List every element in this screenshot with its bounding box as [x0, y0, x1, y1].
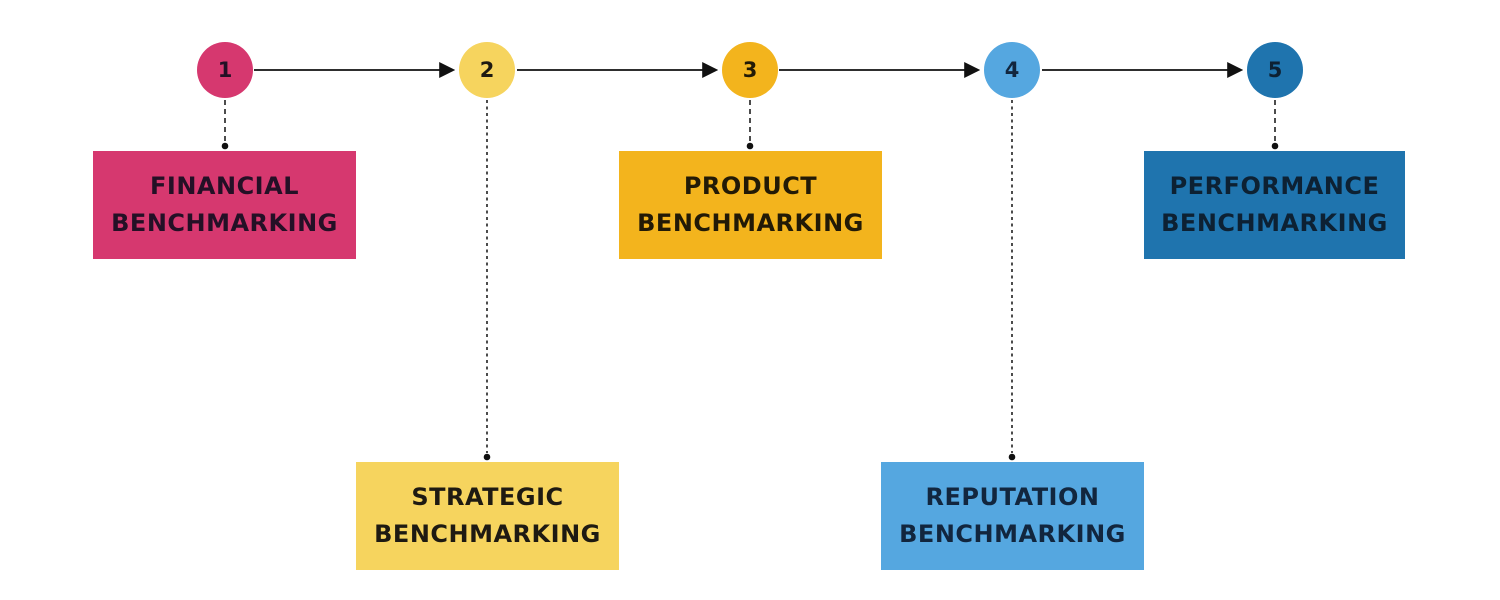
step-box-financial-benchmarking: FINANCIAL BENCHMARKING [93, 151, 356, 259]
step-circle-4: 4 [984, 42, 1040, 98]
step-box-strategic-benchmarking: STRATEGIC BENCHMARKING [356, 462, 619, 570]
step-box-label-line2: BENCHMARKING [111, 209, 338, 237]
step-circle-1: 1 [197, 42, 253, 98]
step-box-label-line1: REPUTATION [925, 483, 1100, 511]
step-box-reputation-benchmarking: REPUTATION BENCHMARKING [881, 462, 1144, 570]
step-circle-2: 2 [459, 42, 515, 98]
connector-endpoint-step2 [483, 453, 491, 461]
step-number-4: 4 [1004, 58, 1020, 82]
step-circle-3: 3 [722, 42, 778, 98]
step-box-performance-benchmarking: PERFORMANCE BENCHMARKING [1144, 151, 1405, 259]
step-box-label-line2: BENCHMARKING [1161, 209, 1388, 237]
step-box-label-line1: STRATEGIC [411, 483, 564, 511]
step-box-product-benchmarking: PRODUCT BENCHMARKING [619, 151, 882, 259]
connector-endpoint-step4 [1008, 453, 1016, 461]
step-circle-5: 5 [1247, 42, 1303, 98]
connector-endpoint-step5 [1271, 142, 1279, 150]
step-box-label-line2: BENCHMARKING [899, 520, 1126, 548]
step-number-1: 1 [217, 58, 233, 82]
step-number-3: 3 [742, 58, 758, 82]
step-number-2: 2 [479, 58, 495, 82]
step-box-label-line2: BENCHMARKING [374, 520, 601, 548]
step-box-label-line1: PRODUCT [683, 172, 818, 200]
connector-endpoint-step3 [746, 142, 754, 150]
step-box-label-line1: PERFORMANCE [1169, 172, 1380, 200]
step-number-5: 5 [1267, 58, 1283, 82]
connector-endpoint-step1 [221, 142, 229, 150]
step-box-label-line1: FINANCIAL [150, 172, 299, 200]
step-box-label-line2: BENCHMARKING [637, 209, 864, 237]
